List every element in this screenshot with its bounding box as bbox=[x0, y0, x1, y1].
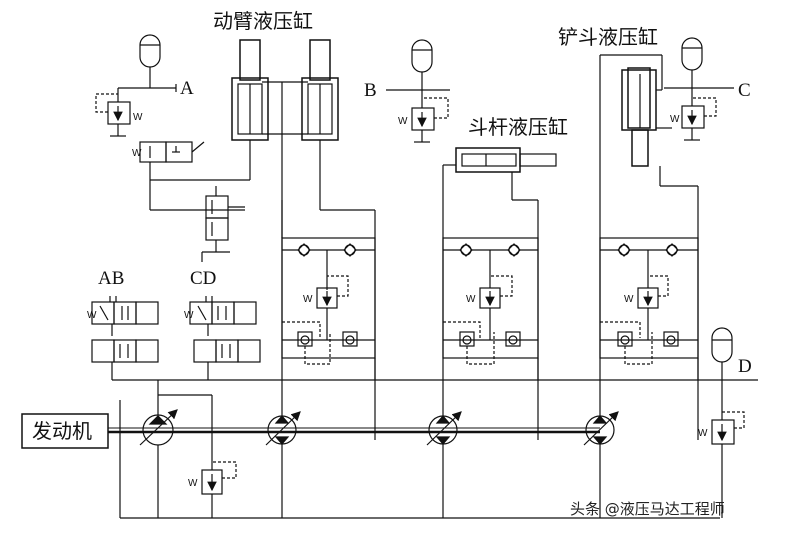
boom-cylinder-right bbox=[301, 39, 339, 141]
accumulator-d-icon bbox=[711, 327, 745, 518]
engine-label: 发动机 bbox=[32, 419, 92, 443]
port-d-label: D bbox=[738, 356, 752, 377]
port-a-label: A bbox=[180, 78, 194, 99]
relief-w-label-a: W bbox=[133, 112, 143, 123]
pilot-w-label-ab: W bbox=[87, 310, 97, 321]
relief-w-label-c: W bbox=[670, 114, 680, 125]
boom-cylinder-left bbox=[231, 39, 269, 141]
pilot-valve-ab-lower[interactable] bbox=[91, 339, 159, 381]
watermark-text: 头条 @液压马达工程师 bbox=[570, 500, 725, 518]
regen-block-1 bbox=[281, 237, 376, 365]
regen-w-label-1: W bbox=[303, 294, 313, 305]
pilot-pump-icon bbox=[139, 380, 178, 518]
main-pump-1-icon bbox=[265, 200, 301, 518]
boom-lock-valve-icon bbox=[201, 186, 245, 262]
port-c-label: C bbox=[738, 80, 751, 101]
engine-block bbox=[21, 413, 109, 449]
relief-valve-b-icon bbox=[411, 90, 449, 143]
pilot-w-label-cd: W bbox=[184, 310, 194, 321]
pilot-valve-cd-upper[interactable] bbox=[189, 296, 257, 336]
port-ab-label: AB bbox=[98, 268, 124, 289]
pilot-valve-cd-lower[interactable] bbox=[193, 339, 261, 380]
regen-block-3 bbox=[599, 237, 699, 365]
relief-w-label-b: W bbox=[398, 116, 408, 127]
relief-valve-a-icon bbox=[95, 88, 131, 137]
pilot-relief-w-label: W bbox=[188, 478, 198, 489]
bucket-cylinder-label: 铲斗液压缸 bbox=[558, 25, 658, 49]
directional-valve-a-icon[interactable] bbox=[139, 141, 245, 211]
pilot-relief-valve-icon bbox=[158, 394, 237, 518]
arm-cylinder-label: 斗杆液压缸 bbox=[468, 115, 568, 139]
boom-cylinder-label: 动臂液压缸 bbox=[213, 9, 313, 33]
main-pump-3-icon bbox=[583, 55, 619, 518]
valve-w-label-a: W bbox=[132, 148, 142, 159]
relief-valve-c-icon bbox=[681, 88, 717, 141]
arm-cylinder bbox=[455, 147, 557, 173]
pilot-valve-ab-upper[interactable] bbox=[91, 296, 159, 336]
main-pump-2-icon bbox=[426, 165, 462, 518]
accumulator-a-icon bbox=[118, 34, 177, 92]
accumulator-c-icon bbox=[664, 37, 734, 89]
d-relief-w-label: W bbox=[698, 428, 708, 439]
regen-w-label-2: W bbox=[466, 294, 476, 305]
bucket-cylinder bbox=[621, 67, 657, 167]
port-cd-label: CD bbox=[190, 268, 216, 289]
accumulator-b-icon bbox=[386, 39, 450, 91]
regen-w-label-3: W bbox=[624, 294, 634, 305]
port-b-label: B bbox=[364, 80, 377, 101]
regen-block-2 bbox=[442, 237, 539, 365]
